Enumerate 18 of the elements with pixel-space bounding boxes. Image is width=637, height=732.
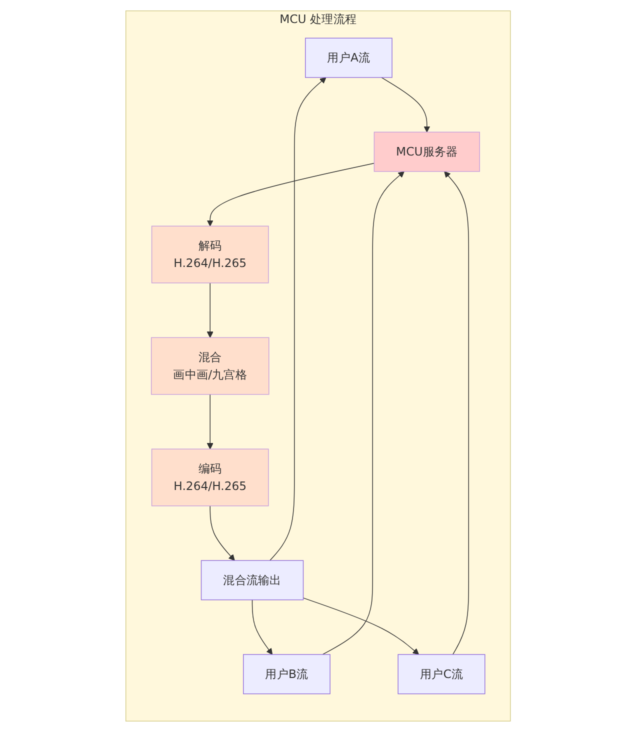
node-box: 混合 画中画/九宫格 — [151, 337, 270, 395]
arrow — [210, 506, 236, 561]
node-box: 混合流输出 — [201, 560, 304, 600]
arrow — [207, 162, 375, 226]
arrow — [303, 598, 420, 655]
node-box: 解码 H.264/H.265 — [152, 226, 270, 284]
node-box: MCU服务器 — [374, 132, 480, 172]
arrow — [207, 394, 214, 450]
arrow — [322, 171, 405, 655]
arrow — [381, 77, 430, 132]
arrow — [444, 171, 470, 655]
arrow — [252, 600, 273, 655]
arrow — [270, 77, 327, 561]
node-box: 用户B流 — [243, 654, 331, 694]
node-box: 用户C流 — [398, 654, 486, 694]
node-box: 用户A流 — [305, 38, 393, 78]
arrow — [207, 282, 214, 338]
node-box: 编码 H.264/H.265 — [152, 448, 270, 506]
